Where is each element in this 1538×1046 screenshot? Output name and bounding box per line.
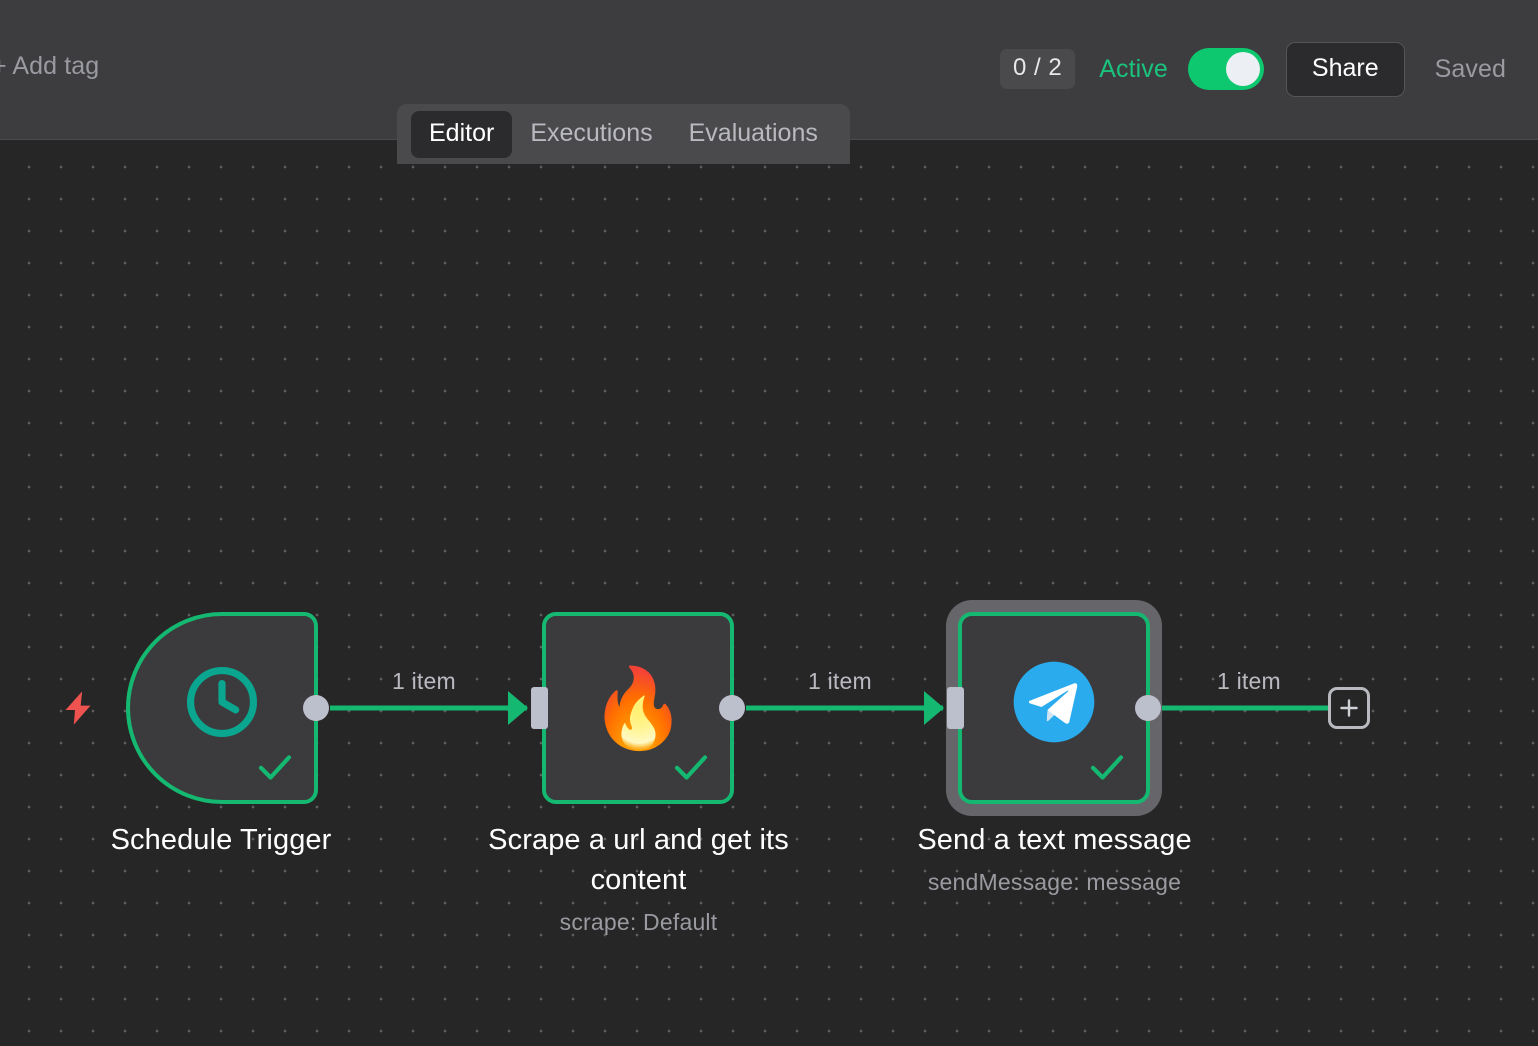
active-status-label: Active <box>1099 54 1168 83</box>
input-endpoint-telegram[interactable] <box>947 687 964 729</box>
node-title: Schedule Trigger <box>110 824 332 856</box>
node-caption-telegram: Send a text message sendMessage: message <box>862 820 1247 896</box>
fire-icon: 🔥 <box>589 664 687 752</box>
toggle-knob <box>1225 52 1260 86</box>
header-actions: 0 / 2 Active Share Saved <box>1000 41 1506 97</box>
output-endpoint-firecrawl[interactable] <box>719 695 745 721</box>
node-schedule-trigger[interactable] <box>126 612 318 804</box>
telegram-icon <box>1010 658 1098 758</box>
node-title: Send a text message <box>917 824 1192 856</box>
add-tag-button[interactable]: + Add tag <box>0 52 100 80</box>
add-node-button[interactable] <box>1328 687 1370 729</box>
node-success-check-icon <box>674 755 708 780</box>
plus-icon <box>1340 699 1358 717</box>
workflow-canvas[interactable]: 1 item 1 item 1 item Schedule Trigger <box>0 140 1538 1046</box>
clock-icon <box>181 661 263 755</box>
lightning-bolt-icon <box>58 686 98 730</box>
connection-edges <box>330 705 1333 711</box>
node-caption-firecrawl: Scrape a url and get its content scrape:… <box>446 820 831 936</box>
input-arrow-telegram <box>924 691 944 725</box>
saved-status-label: Saved <box>1434 54 1506 83</box>
node-telegram-send[interactable] <box>958 612 1150 804</box>
node-success-check-icon <box>1090 755 1124 780</box>
input-arrow-firecrawl <box>508 691 528 725</box>
view-tabs: Editor Executions Evaluations <box>397 104 850 164</box>
active-toggle[interactable] <box>1187 48 1264 90</box>
output-endpoint-schedule-trigger[interactable] <box>303 695 329 721</box>
tab-evaluations[interactable]: Evaluations <box>688 118 818 147</box>
node-caption-schedule-trigger: Schedule Trigger <box>46 820 396 860</box>
output-endpoint-telegram[interactable] <box>1135 695 1161 721</box>
edge-label-3: 1 item <box>1217 668 1281 694</box>
execution-count-badge[interactable]: 0 / 2 <box>1000 49 1076 89</box>
node-subtitle: sendMessage: message <box>927 869 1182 896</box>
edge-label-2: 1 item <box>808 668 872 694</box>
edge-label-1: 1 item <box>392 668 456 694</box>
tab-executions[interactable]: Executions <box>530 118 653 147</box>
tab-editor[interactable]: Editor <box>411 110 513 158</box>
input-endpoint-firecrawl[interactable] <box>531 687 548 729</box>
share-button[interactable]: Share <box>1285 41 1405 97</box>
node-title: Scrape a url and get its content <box>488 824 789 897</box>
node-subtitle: scrape: Default <box>559 909 718 936</box>
node-firecrawl-scrape[interactable]: 🔥 <box>542 612 734 804</box>
node-success-check-icon <box>258 755 292 780</box>
